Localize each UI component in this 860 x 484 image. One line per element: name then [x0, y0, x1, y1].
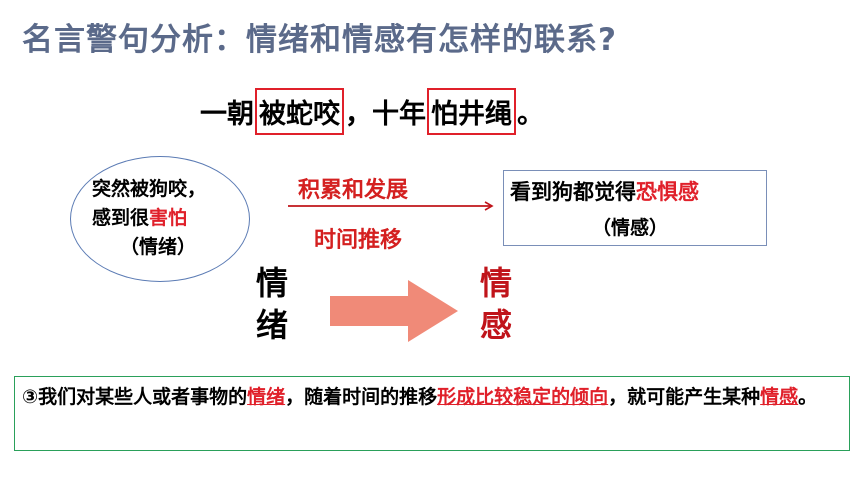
proverb-part1: 一朝 [200, 98, 254, 130]
summary-keyword-stable: 形成比较稳定的倾向 [437, 386, 609, 408]
emotion-ellipse-text: 突然被狗咬， 感到很害怕 （情绪） [92, 175, 242, 262]
vertical-right-char-1: 情 [479, 264, 512, 302]
summary-keyword-feeling: 情感 [760, 386, 799, 408]
summary-keyword-emotion: 情绪 [247, 386, 286, 408]
emotion-ellipse [70, 156, 250, 282]
ellipse-line-2-prefix: 感到很 [92, 207, 150, 229]
arrow-label-bottom: 时间推移 [314, 228, 403, 253]
arrow-label-top: 积累和发展 [298, 178, 409, 203]
proverb-part2: ，十年 [345, 98, 426, 130]
proverb-part3: 。 [517, 98, 544, 130]
summary-part-3: ，就可能产生某种 [608, 386, 761, 408]
thin-arrow-icon [288, 201, 494, 211]
vertical-label-feeling: 情 感 [476, 262, 516, 346]
feeling-box-line-2: （情感） [592, 217, 669, 239]
ellipse-line-2-highlight: 害怕 [149, 207, 188, 229]
summary-part-1: ③我们对某些人或者事物的 [22, 386, 248, 408]
vertical-label-emotion: 情 绪 [252, 262, 292, 346]
proverb-boxed-2: 怕井绳 [427, 87, 516, 135]
proverb: 一朝 被蛇咬 ，十年 怕井绳 。 [200, 87, 544, 135]
summary-text: ③我们对某些人或者事物的情绪，随着时间的推移形成比较稳定的倾向，就可能产生某种情… [22, 382, 842, 413]
feeling-box-line-1: 看到狗都觉得恐惧感 [510, 176, 699, 206]
summary-box [14, 376, 850, 451]
summary-part-2: ，随着时间的推移 [285, 386, 438, 408]
ellipse-line-1: 突然被狗咬， [92, 178, 207, 200]
page-title: 名言警句分析：情绪和情感有怎样的联系? [22, 22, 617, 58]
feeling-box-line-1-highlight: 恐惧感 [636, 180, 699, 204]
vertical-left-char-1: 情 [255, 264, 288, 302]
vertical-left-char-2: 绪 [255, 306, 288, 344]
ellipse-line-2: 感到很害怕 [92, 204, 242, 233]
feeling-box [503, 170, 767, 246]
summary-part-4: 。 [798, 386, 818, 408]
right-arrow-icon [330, 280, 458, 342]
feeling-box-line-1-prefix: 看到狗都觉得 [510, 180, 636, 204]
ellipse-line-3: （情绪） [120, 236, 197, 258]
vertical-right-char-2: 感 [479, 306, 512, 344]
proverb-boxed-1: 被蛇咬 [255, 87, 344, 135]
